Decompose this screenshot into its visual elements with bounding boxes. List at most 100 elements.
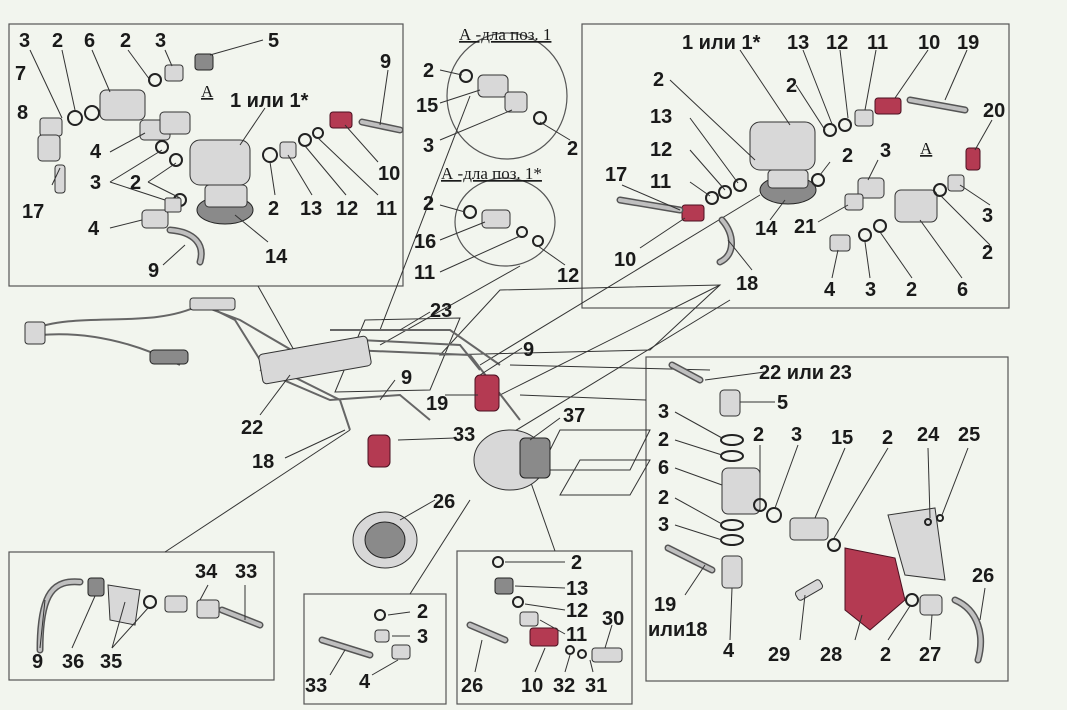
tr-parts [616,96,981,266]
frame-bottom-mid [303,593,447,705]
captions: А -дла поз. 1 А -дла поз. 1* А А [201,25,933,183]
label: 9 [32,651,43,673]
frame-bottom-center [456,550,633,705]
label: 7 [15,63,26,85]
label: 2 [658,487,669,509]
label: 6 [957,279,968,301]
label: 23 [430,300,452,322]
frame-bottom-left [8,551,275,681]
label: 5 [777,392,788,414]
label: 11 [566,624,587,646]
label: 35 [100,651,122,673]
label: 4 [723,640,735,662]
label: 10 [918,32,940,54]
detail-circle-parts [459,69,547,247]
label: 3 [982,205,993,227]
label: 3 [658,401,669,423]
label: 29 [768,644,790,666]
label: 2 [842,145,853,167]
label: 11 [867,32,888,54]
label: 36 [62,651,84,673]
label: 9 [401,367,412,389]
caption-detail-pos1star: А -дла поз. 1* [441,164,542,183]
label: 13 [650,106,672,128]
labels-mid-right: 22 или 23 5 3 2 2 3 15 2 24 25 6 2 3 19 … [648,362,994,666]
main-assembly [24,297,551,569]
label: 4 [90,141,102,163]
label: 27 [919,644,941,666]
labels-bottom-center: 2 13 12 11 30 26 10 32 31 [461,552,624,697]
label: 4 [824,279,836,301]
label: 2 [567,138,578,160]
label: 26 [972,565,994,587]
label: 32 [553,675,575,697]
label: 2 [753,424,764,446]
detail-frames [8,23,1010,705]
mr-parts [664,361,985,664]
label: 12 [566,600,588,622]
label: 3 [417,626,428,648]
label: 2 [130,172,141,194]
labels-top-left: 3 2 6 2 3 5 7 8 1 или 1* 4 3 2 17 4 9 2 … [15,30,400,282]
detail-circle-pos1star [454,177,556,267]
labels-detail-circles: 2 15 3 2 2 16 11 12 [414,60,579,287]
label: 12 [650,139,672,161]
label: 9 [148,260,159,282]
label: 9 [380,51,391,73]
label: 15 [416,95,438,117]
label: 10 [378,163,400,185]
label: 2 [52,30,63,52]
label: или18 [648,619,708,641]
label: 2 [571,552,582,574]
label: 11 [376,198,397,220]
label: 3 [19,30,30,52]
label: 2 [120,30,131,52]
label: 3 [658,514,669,536]
label: 14 [265,246,288,268]
label: 3 [155,30,166,52]
label: 17 [22,201,44,223]
bm-parts [318,609,411,660]
label: 11 [650,171,671,193]
label: 21 [794,216,816,238]
label: 2 [982,242,993,264]
label: 2 [906,279,917,301]
label: 1 или 1* [230,90,309,112]
label: 10 [614,249,636,271]
label: 10 [521,675,543,697]
label: 9 [523,339,534,361]
frame-mid-right [645,356,1009,682]
label: 30 [602,608,624,630]
label: 2 [658,429,669,451]
label: 2 [882,427,893,449]
label: 2 [786,75,797,97]
label: 33 [305,675,327,697]
label: 19 [426,393,448,415]
label: 13 [787,32,809,54]
label: 14 [755,218,778,240]
detail-circle-pos1 [446,32,568,160]
label: 31 [585,675,607,697]
label: 16 [414,231,436,253]
label: 4 [359,671,371,693]
label: 17 [605,164,627,186]
label: 5 [268,30,279,52]
label: 3 [423,135,434,157]
tl-parts [37,53,404,266]
label: 18 [736,273,758,295]
caption-view-a-left: А [201,82,214,101]
label: 24 [917,424,940,446]
label: 12 [557,265,579,287]
label: 2 [417,601,428,623]
label: 33 [453,424,475,446]
label: 19 [654,594,676,616]
label: 26 [461,675,483,697]
label: 3 [865,279,876,301]
leader-lines [29,39,993,676]
label: 37 [563,405,585,427]
bc-parts [466,556,623,663]
labels-center: 23 9 9 19 22 18 33 37 26 [241,300,585,513]
label: 12 [336,198,358,220]
label: 15 [831,427,853,449]
label: 2 [880,644,891,666]
